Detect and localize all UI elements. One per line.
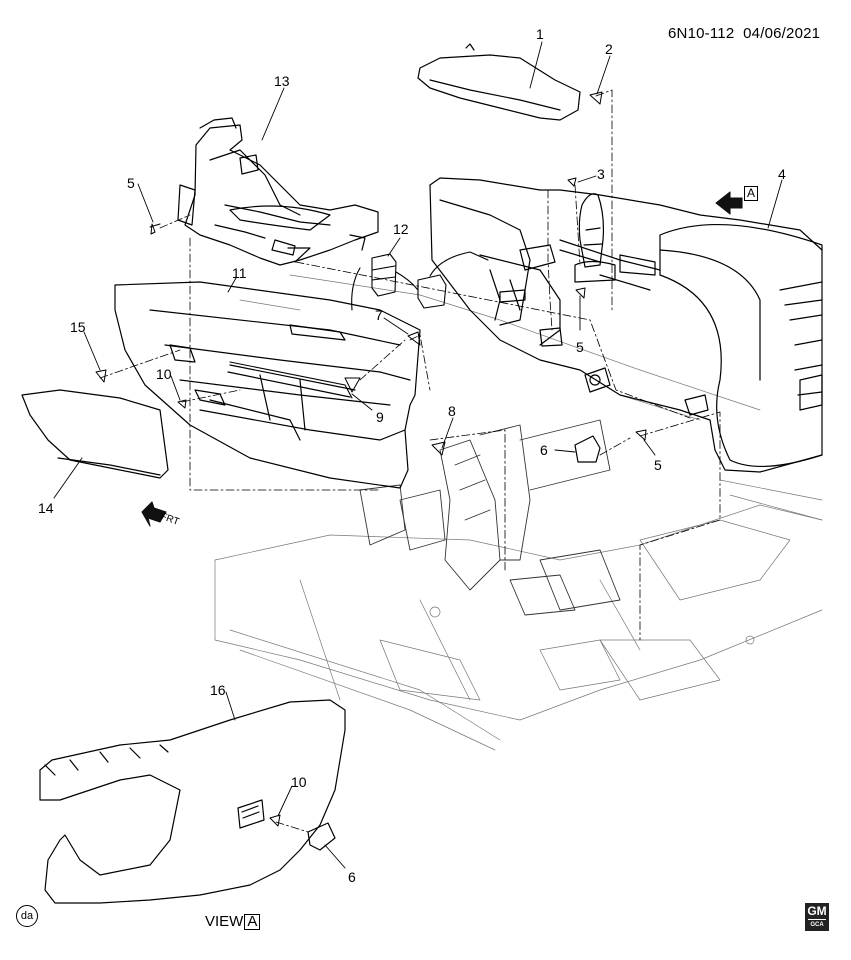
callout-16: 16 [210, 682, 226, 698]
callout-3: 3 [597, 166, 605, 182]
corner-mark-icon: da [16, 905, 38, 927]
front-arrow [141, 501, 167, 527]
lower-trim-panel [114, 281, 421, 489]
callout-14: 14 [38, 500, 54, 516]
floor-console [429, 177, 823, 473]
callout-4: 4 [778, 166, 786, 182]
callout-2: 2 [605, 41, 613, 57]
view-a-panel [39, 699, 346, 904]
callout-11: 11 [232, 265, 247, 281]
connector-harness [351, 251, 489, 311]
callout-5-bezel: 5 [127, 175, 135, 191]
console-bezel [177, 117, 379, 266]
end-cap [21, 389, 169, 479]
callout-9: 9 [376, 409, 384, 425]
callout-10-main: 10 [156, 366, 172, 382]
callout-10-view: 10 [291, 774, 307, 790]
callout-15: 15 [70, 319, 86, 335]
diagram-id: 6N10-112 04/06/2021 [668, 25, 821, 42]
callout-6-main: 6 [540, 442, 548, 458]
callout-5-console: 5 [576, 339, 584, 355]
callout-7: 7 [375, 307, 383, 323]
armrest-cover [417, 43, 581, 121]
callout-8: 8 [448, 403, 456, 419]
floor-pan [214, 274, 823, 751]
alignment-lines [99, 89, 721, 833]
callout-5-lower: 5 [654, 457, 662, 473]
gm-logo: GM GCA [805, 903, 829, 931]
center-bracket [359, 419, 621, 616]
plug-6 [574, 435, 601, 463]
view-arrow [715, 191, 743, 215]
fasteners [95, 91, 647, 827]
leader-lines [53, 41, 783, 869]
callout-12: 12 [393, 221, 409, 237]
view-reference-box: A [744, 186, 759, 201]
rod-9 [229, 361, 353, 399]
callout-13: 13 [274, 73, 290, 89]
view-letter-box: A [244, 914, 261, 930]
callout-6-view: 6 [348, 869, 356, 885]
callout-1: 1 [536, 26, 544, 42]
